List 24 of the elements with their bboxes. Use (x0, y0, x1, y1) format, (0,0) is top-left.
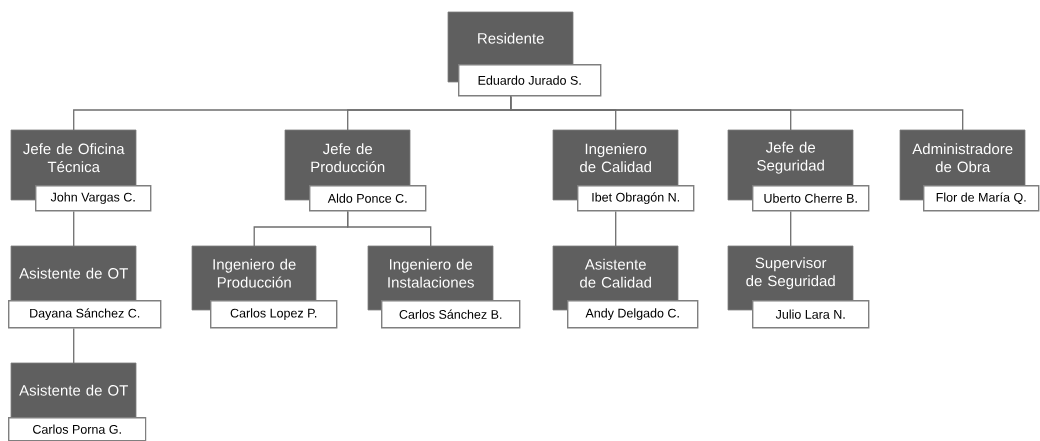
connector-line (73, 327, 75, 364)
connector-line (790, 210, 792, 247)
node-label: Carlos Sánchez B. (399, 309, 502, 319)
node-label: Dayana Sánchez C. (30, 308, 140, 321)
node-label: Andy Delgado C. (585, 308, 679, 321)
connector-line (615, 210, 617, 247)
position-box: Jefe de Seguridad Uberto Cherre B. (727, 129, 870, 212)
connector-line (73, 210, 75, 247)
position-box: Asistente de OT Dayana Sánchez C. (8, 245, 162, 329)
connector-line (510, 95, 964, 131)
node-label: Carlos Porna G. (33, 424, 121, 434)
position-box: Jefe de Producción Aldo Ponce C. (284, 129, 427, 212)
position-box: Residente Eduardo Jurado S. (447, 11, 602, 97)
position-box: Asistente de OT Carlos Porna G. (8, 362, 147, 441)
position-box: Ingeniero de Calidad Ibet Obragón N. (552, 129, 695, 212)
position-box: Jefe de Oficina Técnica John Vargas C. (10, 129, 152, 212)
position-box: Ingeniero de Instalaciones Carlos Sánchez B. (367, 245, 521, 329)
position-box: Ingeniero de Producción Carlos Lopez P. (191, 245, 338, 329)
position-box: Administradore de Obra Flor de María Q. (899, 129, 1040, 212)
node-label: Carlos Lopez P. (230, 308, 317, 321)
node-label: Julio Lara N. (775, 309, 845, 319)
position-box: Supervisor de Seguridad Julio Lara N. (727, 245, 870, 329)
position-box: Asistente de Calidad Andy Delgado C. (552, 245, 699, 329)
connector-line (347, 210, 432, 247)
